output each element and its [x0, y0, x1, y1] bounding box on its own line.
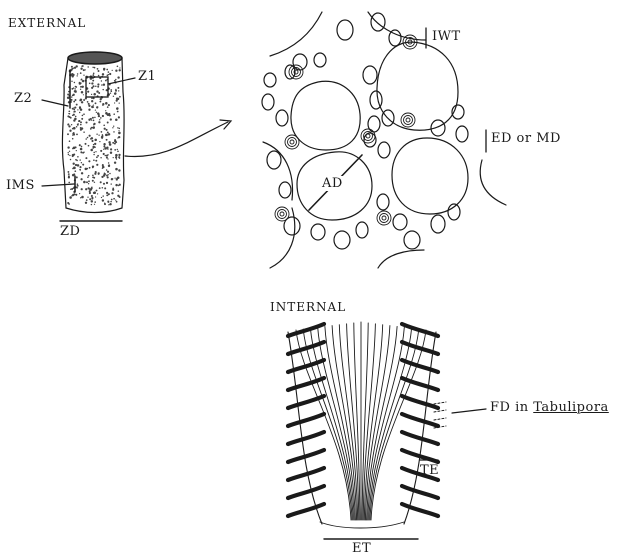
mesopore — [378, 142, 390, 158]
wall-thickening-left — [288, 468, 324, 480]
label-zd: ZD — [60, 224, 80, 239]
label-fd-prefix: FD in — [490, 400, 529, 415]
wall-thickening-left — [288, 432, 324, 444]
zooecial-wall — [365, 326, 390, 520]
pointer-arrow — [125, 122, 228, 157]
wall-thickening-left — [288, 450, 324, 462]
label-fd: FD in Tabulipora — [490, 400, 609, 415]
acanthostyle — [401, 113, 415, 127]
diaphragm — [434, 410, 446, 412]
mesopore — [334, 231, 350, 249]
zooecial-wall — [332, 326, 357, 520]
mesopore — [456, 126, 468, 142]
wall-thickening-right — [402, 324, 438, 336]
mesopore — [279, 182, 291, 198]
z1-leader — [108, 78, 135, 84]
longitudinal-section — [288, 322, 446, 528]
wall-thickening-right — [402, 432, 438, 444]
mesopore — [393, 214, 407, 230]
zoarium-branch — [62, 52, 124, 213]
z1-box — [86, 77, 108, 97]
acanthostyle — [275, 207, 289, 221]
acanthostyle — [289, 65, 303, 79]
autozooid-aperture — [291, 81, 360, 150]
diaphragm — [434, 402, 446, 404]
label-te: TE — [420, 463, 439, 478]
wall-thickening-right — [402, 486, 438, 498]
label-et: ET — [352, 541, 371, 556]
fd-leader — [452, 409, 486, 413]
mesopore — [311, 224, 325, 240]
mesopore — [337, 20, 353, 40]
wall-thickening-left — [288, 486, 324, 498]
wall-thickening-left — [288, 414, 324, 426]
mesopore — [404, 231, 420, 249]
wall-thickening-left — [288, 378, 324, 390]
mesopore — [377, 194, 389, 210]
label-z1: Z1 — [138, 69, 156, 84]
mesopore — [370, 91, 382, 109]
wall-thickening-right — [402, 378, 438, 390]
mesopore — [363, 66, 377, 84]
mesopore — [285, 65, 295, 79]
autozooid-aperture — [392, 138, 468, 214]
acanthostyles — [275, 35, 417, 225]
acanthostyle — [377, 211, 391, 225]
label-z2: Z2 — [14, 91, 32, 106]
diaphragm — [434, 418, 446, 420]
label-fd-genus: Tabulipora — [533, 400, 609, 415]
section-title-external: EXTERNAL — [8, 16, 86, 30]
acanthostyle — [361, 129, 375, 143]
mesopore — [431, 215, 445, 233]
mesopore — [267, 151, 281, 169]
autozooid-aperture — [377, 42, 458, 130]
label-ed-md: ED or MD — [491, 131, 561, 146]
wall-thickening-right — [402, 414, 438, 426]
mesopore — [356, 222, 368, 238]
acanthostyle — [285, 135, 299, 149]
wall-thickening-left — [288, 396, 324, 408]
mesopore — [264, 73, 276, 87]
mesopore — [314, 53, 326, 67]
label-ad: AD — [320, 176, 345, 191]
mesopore — [262, 94, 274, 110]
ims-leader — [42, 184, 74, 186]
section-title-internal: INTERNAL — [270, 300, 346, 314]
mesopore — [276, 110, 288, 126]
mesopore — [371, 13, 385, 31]
label-iwt: IWT — [432, 29, 461, 44]
wall-thickening-right — [402, 360, 438, 372]
label-ims: IMS — [6, 178, 35, 193]
wall-thickening-right — [402, 396, 438, 408]
mesopore — [389, 30, 401, 46]
